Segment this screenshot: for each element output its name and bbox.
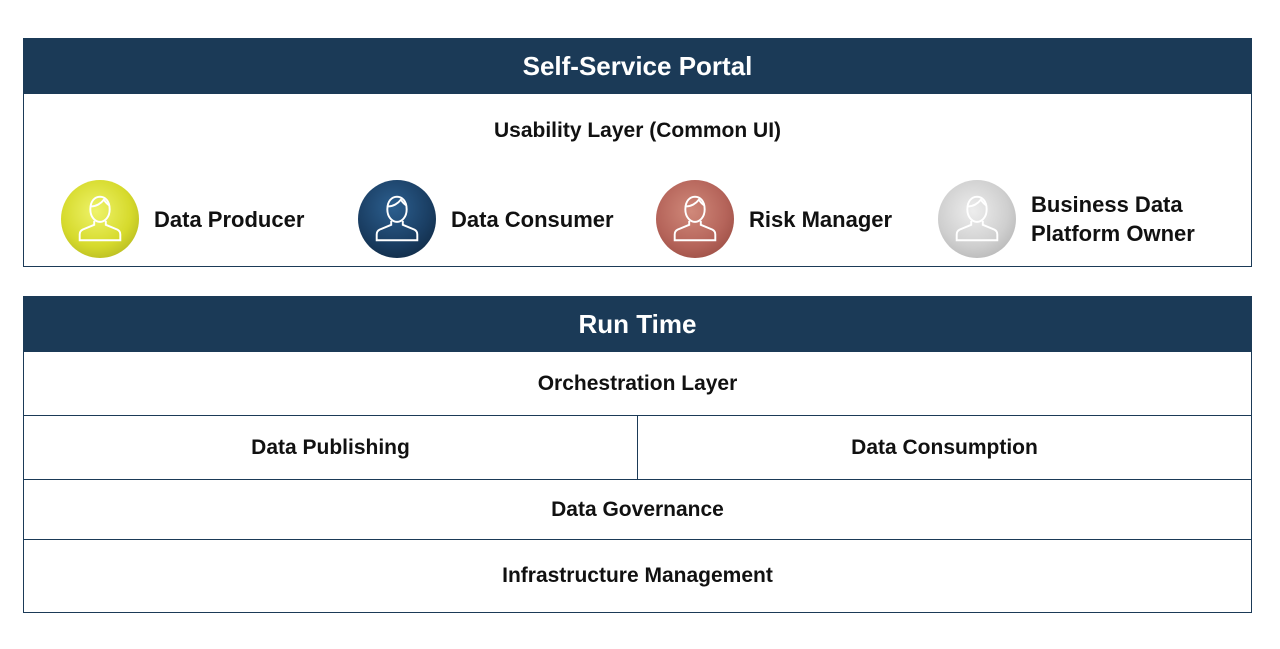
persona-list: Data Producer Data Consumer Risk Man — [24, 167, 1251, 265]
infrastructure-management: Infrastructure Management — [24, 539, 1251, 612]
user-icon — [61, 180, 139, 258]
self-service-portal-header: Self-Service Portal — [24, 39, 1251, 94]
data-flow-row: Data Publishing Data Consumption — [24, 415, 1251, 479]
data-consumption: Data Consumption — [637, 416, 1251, 479]
data-publishing: Data Publishing — [251, 435, 410, 459]
run-time-panel: Run Time Orchestration Layer Data Publis… — [23, 296, 1252, 613]
data-governance: Data Governance — [24, 479, 1251, 539]
self-service-portal-panel: Self-Service Portal Usability Layer (Com… — [23, 38, 1252, 267]
user-icon — [358, 180, 436, 258]
persona-label: Business Data Platform Owner — [1031, 190, 1195, 248]
persona-label-line: Platform Owner — [1031, 221, 1195, 246]
persona-label: Data Consumer — [451, 206, 614, 232]
persona-data-consumer: Data Consumer — [358, 180, 614, 258]
persona-data-producer: Data Producer — [61, 180, 304, 258]
usability-layer-label: Usability Layer (Common UI) — [493, 118, 782, 142]
persona-label-line: Business Data — [1031, 192, 1183, 217]
orchestration-layer: Orchestration Layer — [537, 371, 738, 395]
run-time-header: Run Time — [24, 297, 1251, 352]
persona-risk-manager: Risk Manager — [656, 180, 892, 258]
persona-label: Data Producer — [154, 206, 305, 232]
persona-business-data-platform-owner: Business Data Platform Owner — [938, 180, 1195, 258]
user-icon — [938, 180, 1016, 258]
persona-label: Risk Manager — [749, 206, 893, 232]
user-icon — [656, 180, 734, 258]
